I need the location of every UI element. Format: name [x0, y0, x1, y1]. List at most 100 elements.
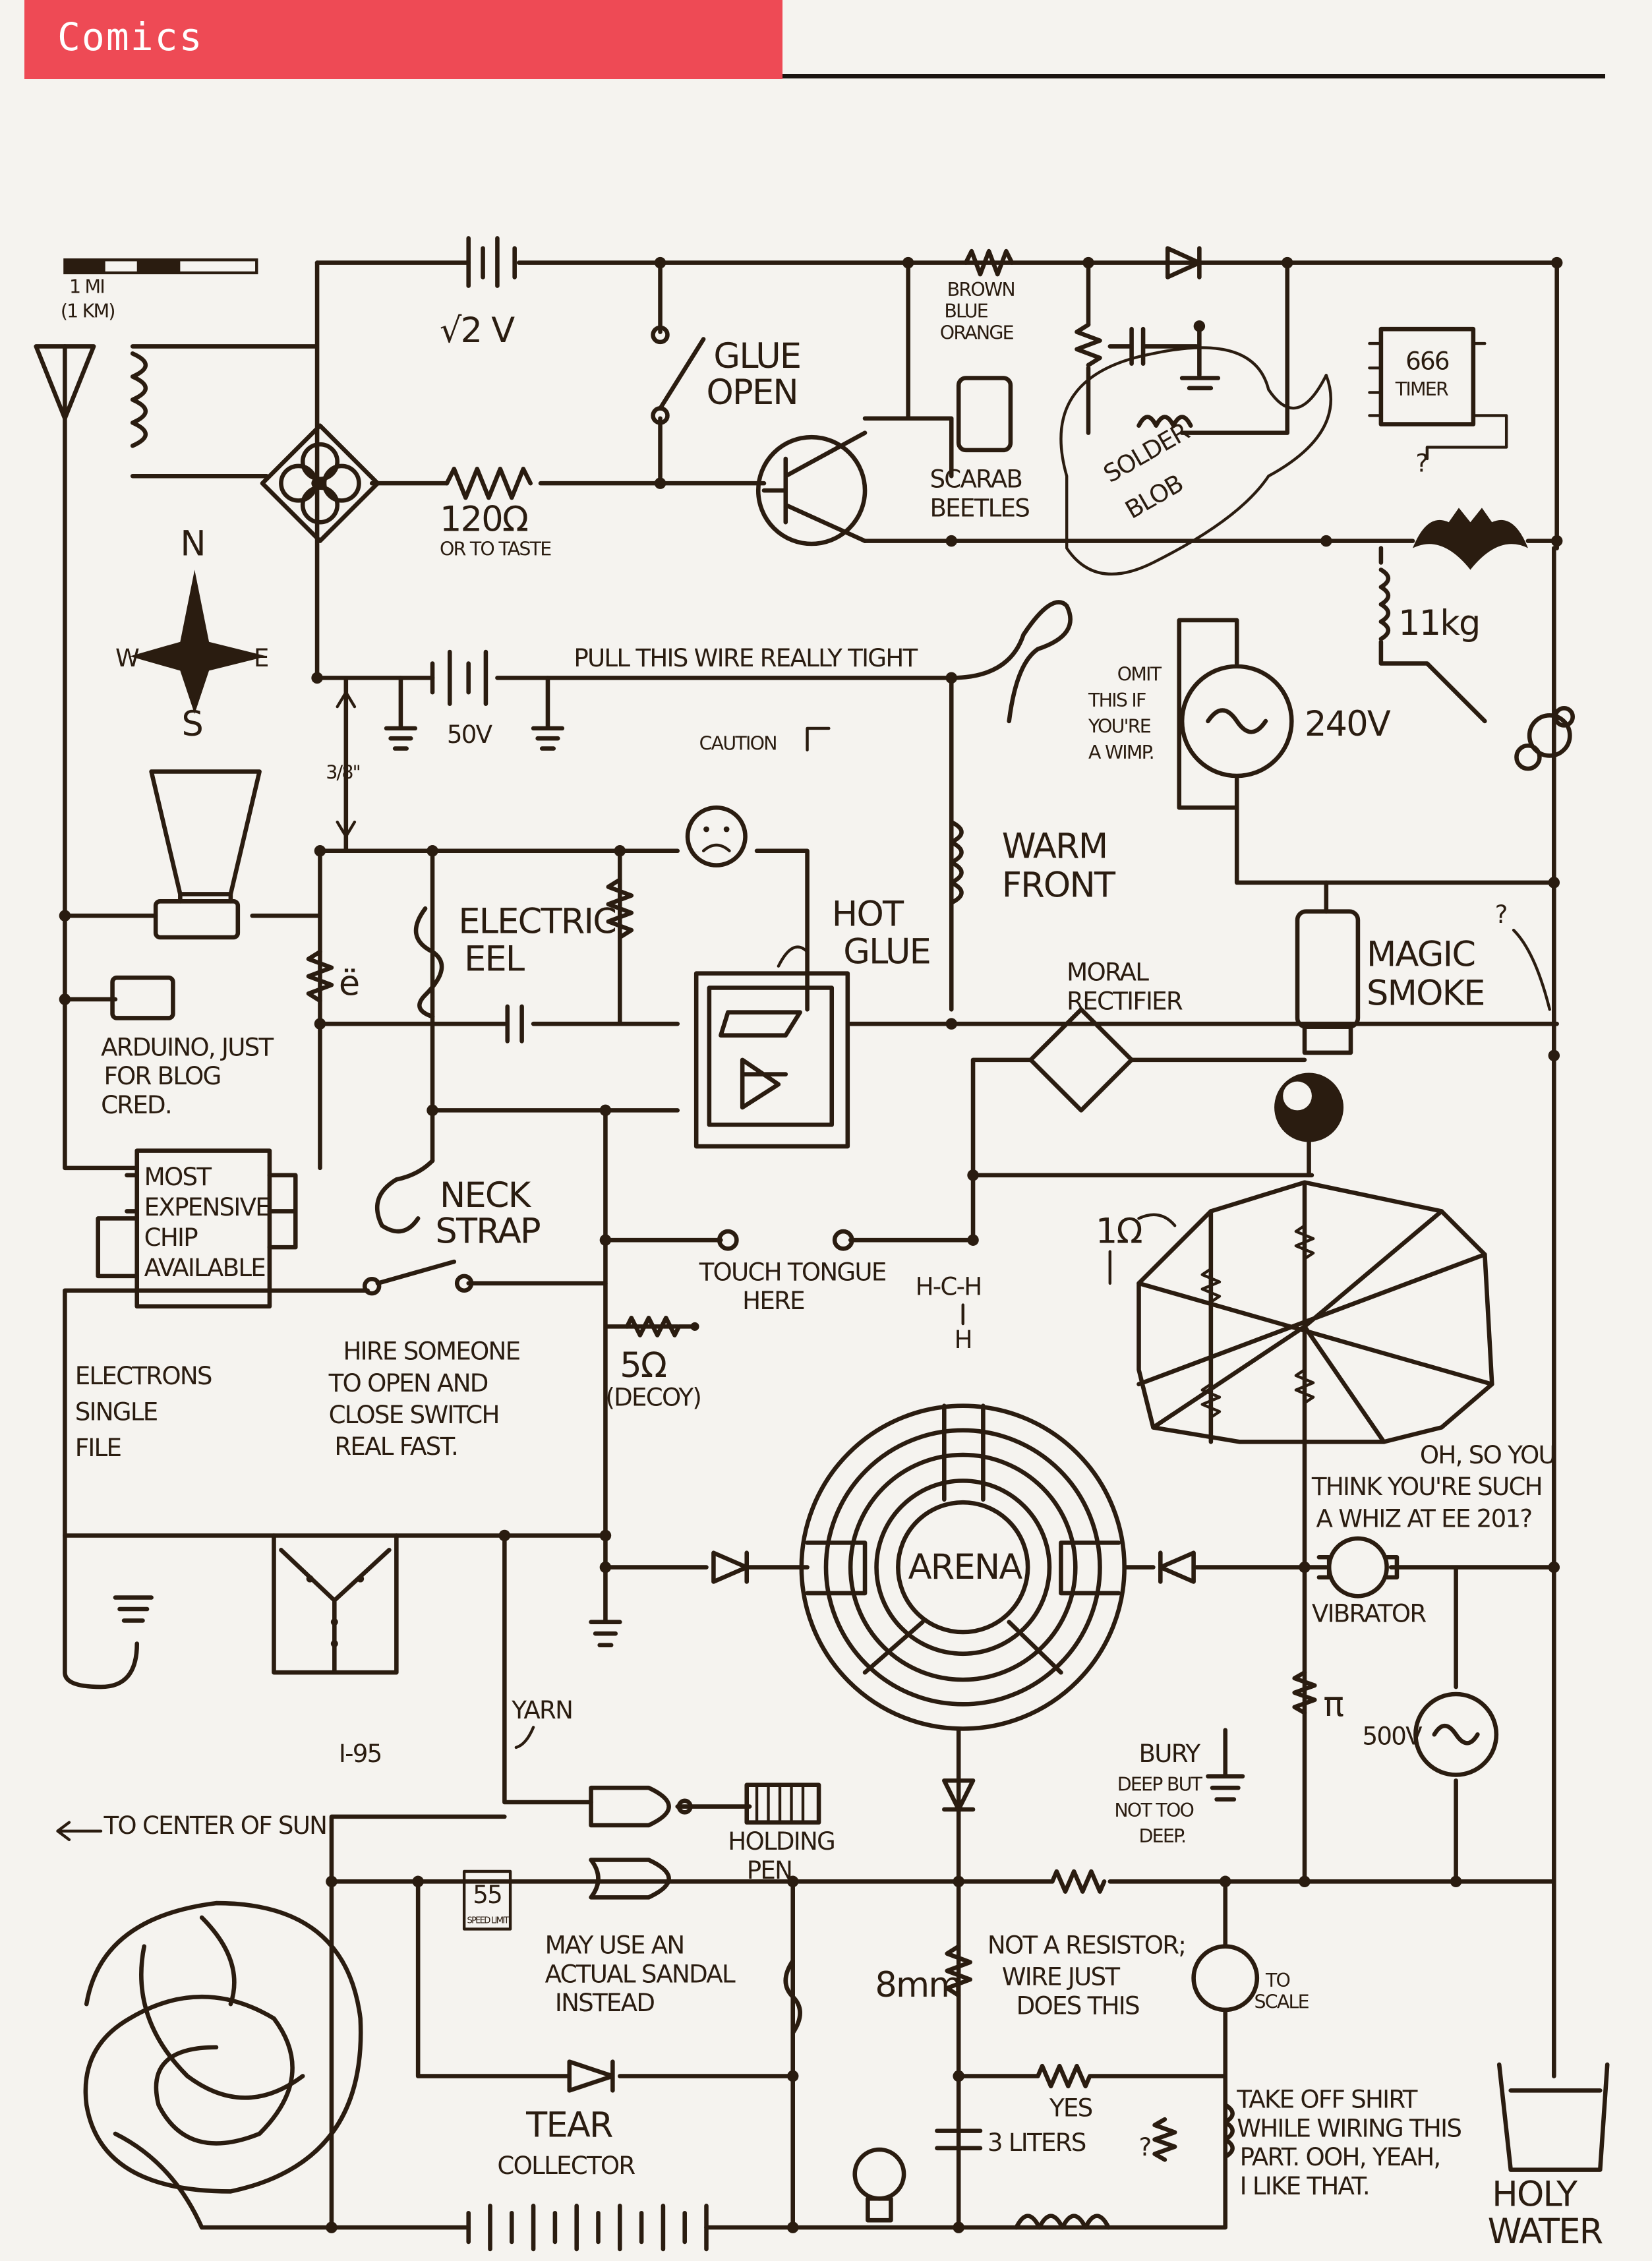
resistor-question: ? [1139, 2117, 1177, 2162]
junction-dots [59, 256, 1563, 2233]
svg-text:CRED.: CRED. [101, 1090, 171, 1119]
svg-text:?: ? [1139, 2132, 1151, 2161]
svg-text:GLUE: GLUE [713, 336, 800, 376]
holy-water-beaker: HOLY WATER [1488, 2062, 1610, 2252]
svg-text:55: 55 [473, 1880, 502, 1909]
svg-text:FRONT: FRONT [1002, 866, 1116, 906]
svg-text:3 LITERS: 3 LITERS [988, 2128, 1086, 2157]
svg-text:DEEP BUT: DEEP BUT [1117, 1774, 1203, 1796]
yarn-label: YARN [511, 1695, 574, 1749]
resistor-120: 120Ω OR TO TASTE [440, 467, 552, 560]
motor-to-scale: TO SCALE [1191, 1944, 1310, 2013]
grounds-left [113, 1595, 622, 1647]
compass: N S W E [115, 523, 270, 744]
svg-text:RECTIFIER: RECTIFIER [1067, 986, 1183, 1015]
expensive-chip: MOST EXPENSIVE CHIP AVAILABLE [96, 1148, 298, 1309]
svg-text:EXPENSIVE: EXPENSIVE [144, 1192, 270, 1221]
svg-text:OMIT: OMIT [1117, 664, 1162, 686]
svg-text:EEL: EEL [464, 939, 525, 979]
svg-text:BLUE: BLUE [944, 301, 988, 322]
svg-text:I LIKE THAT.: I LIKE THAT. [1240, 2171, 1369, 2200]
svg-text:N: N [180, 523, 204, 564]
inductor-11kg: 11kg [1378, 546, 1487, 724]
svg-text:BROWN: BROWN [947, 279, 1015, 301]
battery-50v: 50V PULL THIS WIRE REALLY TIGHT [384, 643, 919, 751]
capacitor-3-liters: 3 LITERS [935, 2128, 1087, 2157]
wires [34, 260, 1559, 2230]
light-bulb [852, 2147, 906, 2223]
svg-text:NOT A RESISTOR;: NOT A RESISTOR; [988, 1931, 1185, 1960]
resistor-pi: π [1292, 1670, 1345, 1724]
svg-text:ARENA: ARENA [908, 1547, 1023, 1587]
bat-symbol [1413, 508, 1528, 570]
svg-text:INSTEAD: INSTEAD [555, 1988, 654, 2017]
svg-text:ACTUAL SANDAL: ACTUAL SANDAL [545, 1959, 736, 1988]
svg-text:THINK YOU'RE SUCH: THINK YOU'RE SUCH [1311, 1472, 1542, 1501]
svg-text:TIMER: TIMER [1395, 378, 1448, 400]
svg-text:500V: 500V [1362, 1722, 1423, 1751]
bomb [1274, 1072, 1344, 1178]
svg-text:TO OPEN AND: TO OPEN AND [328, 1368, 488, 1397]
svg-text:TEAR: TEAR [525, 2105, 612, 2145]
vibrator: VIBRATOR [1312, 1536, 1427, 1628]
warm-front-coil: WARM FRONT [949, 819, 1117, 906]
svg-text:11kg: 11kg [1398, 603, 1479, 643]
tongue-contacts[interactable]: TOUCH TONGUE HERE [699, 1229, 887, 1315]
holding-pen: HOLDING PEN [728, 1782, 836, 1885]
capacitor-ground [1075, 320, 1221, 391]
speed-limit-sign: 55 SPEED LIMIT [462, 1869, 512, 1931]
methane: H-C-H H [916, 1272, 983, 1354]
svg-text:PART. OOH, YEAH,: PART. OOH, YEAH, [1240, 2142, 1440, 2171]
svg-text:W: W [115, 643, 139, 672]
svg-text:MAY USE AN: MAY USE AN [545, 1931, 684, 1960]
svg-text:PEN: PEN [747, 1856, 792, 1885]
svg-text:?: ? [1415, 449, 1427, 478]
glue-switch[interactable]: GLUE OPEN [651, 325, 802, 425]
diodes-arena [711, 1550, 1196, 1812]
ac-source-240: 240V OMIT THIS IF YOU'RE A WIMP. [1088, 618, 1556, 885]
svg-text:TO CENTER OF SUN: TO CENTER OF SUN [103, 1811, 326, 1840]
battery-sqrt2: √2 V [440, 236, 517, 351]
svg-text:GLUE: GLUE [843, 931, 930, 972]
svg-text:MORAL: MORAL [1067, 958, 1149, 987]
moral-rectifier: MORAL RECTIFIER [1028, 958, 1184, 1113]
electrons-box: ELECTRONS SINGLE FILE [75, 1361, 213, 1462]
battery-bank [466, 2204, 709, 2252]
shirt-coil: TAKE OFF SHIRT WHILE WIRING THIS PART. O… [1223, 2085, 1462, 2200]
svg-text:PULL THIS WIRE REALLY TIGHT: PULL THIS WIRE REALLY TIGHT [574, 643, 918, 672]
svg-text:HOLY: HOLY [1492, 2174, 1578, 2214]
svg-text:REAL FAST.: REAL FAST. [334, 1432, 457, 1461]
blender [149, 769, 262, 940]
svg-text:THIS IF: THIS IF [1088, 690, 1146, 711]
sun-arrow: TO CENTER OF SUN [56, 1811, 328, 1842]
svg-text:VIBRATOR: VIBRATOR [1312, 1599, 1426, 1628]
svg-text:FOR BLOG: FOR BLOG [103, 1061, 220, 1090]
svg-text:TAKE OFF SHIRT: TAKE OFF SHIRT [1236, 2085, 1418, 2114]
highway-junction: I-95 [279, 1548, 392, 1768]
svg-text:YES: YES [1049, 2094, 1092, 2123]
arena: ARENA [799, 1403, 1127, 1731]
svg-text:S: S [182, 704, 203, 744]
svg-text:YOU'RE: YOU'RE [1088, 715, 1151, 737]
svg-text:OR TO TASTE: OR TO TASTE [440, 538, 551, 560]
svg-text:1Ω: 1Ω [1096, 1212, 1142, 1252]
spacing-arrow: 3/8" [326, 691, 361, 838]
svg-text:H: H [955, 1325, 972, 1354]
timer-chip: 666 TIMER ? [1368, 326, 1508, 478]
svg-text:50V: 50V [447, 720, 493, 749]
resistor-e: ë [306, 949, 360, 1003]
svg-text:CLOSE SWITCH: CLOSE SWITCH [329, 1400, 499, 1429]
svg-text:YARN: YARN [511, 1695, 572, 1724]
svg-text:WATER: WATER [1488, 2212, 1603, 2252]
resistor-color-coded: BROWN BLUE ORANGE [940, 249, 1016, 343]
svg-text:SMOKE: SMOKE [1367, 974, 1485, 1014]
header-rule [782, 74, 1605, 78]
neck-strap: NECK STRAP [374, 1158, 541, 1252]
svg-text:SCALE: SCALE [1254, 1991, 1309, 2013]
svg-text:OH, SO YOU: OH, SO YOU [1420, 1440, 1555, 1469]
switch-fast[interactable]: HIRE SOMEONE TO OPEN AND CLOSE SWITCH RE… [328, 1259, 521, 1461]
svg-text:H-C-H: H-C-H [916, 1272, 982, 1301]
frown-face [685, 805, 748, 867]
